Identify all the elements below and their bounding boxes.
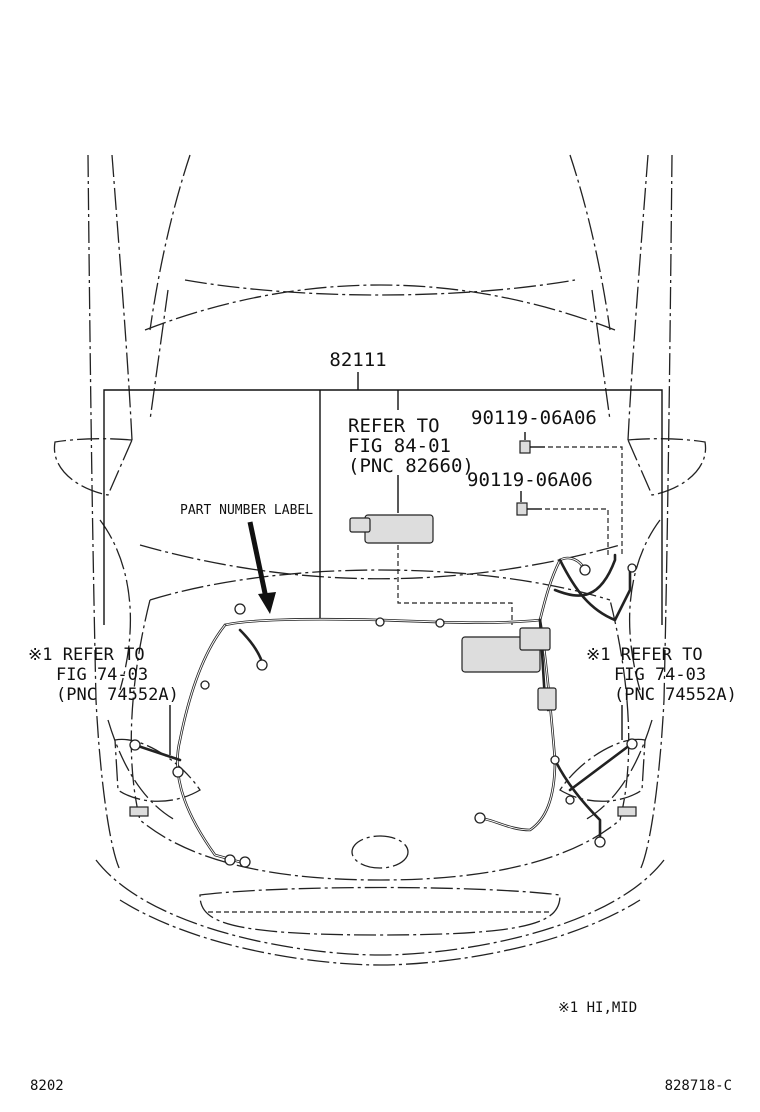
part-number-label-arrow [247, 521, 276, 614]
vehicle-outline [53, 154, 707, 966]
illustration-code: 828718-C [665, 1078, 732, 1094]
bolt-part-top-label: 90119-06A06 [471, 407, 597, 429]
refer-right-line2: FIG 74-03 [614, 665, 706, 685]
refer-fig84-line1: REFER TO [348, 415, 440, 437]
refer-fig84-line3: (PNC 82660) [348, 455, 474, 477]
footnote-hi-mid: ※1 HI,MID [558, 1000, 637, 1016]
part-bracket-box [103, 372, 663, 625]
part-number-label-text: PART NUMBER LABEL [180, 503, 313, 518]
junction-block-82660 [349, 514, 513, 625]
refer-left-line3: (PNC 74552A) [56, 685, 179, 705]
refer-left-line1: ※1 REFER TO [28, 645, 145, 665]
bolt-top [519, 440, 623, 555]
refer-fig84-line2: FIG 84-01 [348, 435, 451, 457]
main-part-number: 82111 [329, 349, 386, 371]
bolt-bottom [516, 502, 609, 555]
refer-left-line2: FIG 74-03 [56, 665, 148, 685]
refer-right-line1: ※1 REFER TO [586, 645, 703, 665]
right-headlight-connector [617, 806, 637, 817]
engine-wire-harness [129, 553, 638, 868]
left-headlight-connector [129, 806, 149, 817]
bolt-part-bottom-label: 90119-06A06 [467, 469, 593, 491]
page-code: 8202 [30, 1078, 64, 1094]
refer-right-line3: (PNC 74552A) [614, 685, 737, 705]
relay-block [461, 627, 557, 711]
